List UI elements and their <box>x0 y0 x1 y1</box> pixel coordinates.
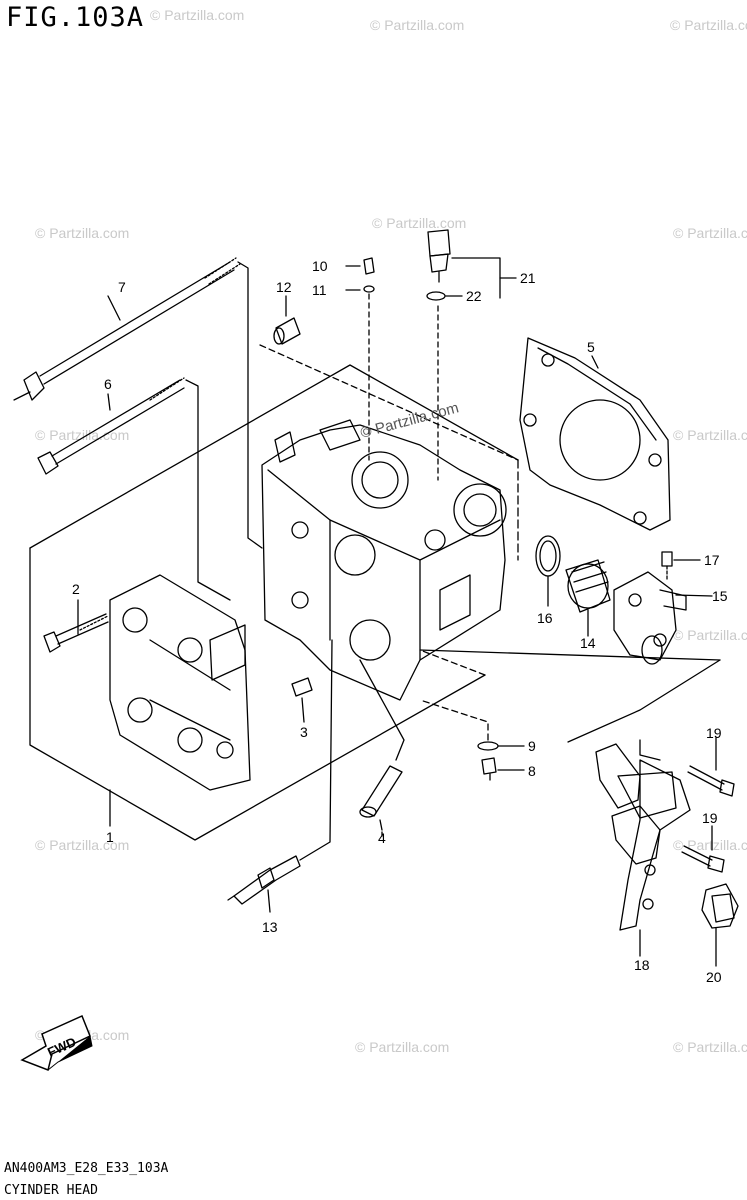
leader-5-label <box>591 355 599 369</box>
spark-plug-13 <box>227 639 333 913</box>
watermark-text: © Partzilla.com <box>673 225 747 241</box>
watermark-text: © Partzilla.com <box>150 7 244 23</box>
leader-6-label <box>107 393 111 411</box>
callout-12: 12 <box>276 279 292 295</box>
callout-22: 22 <box>466 288 482 304</box>
callout-14: 14 <box>580 635 596 651</box>
bolt-19-lower <box>681 825 725 873</box>
watermark-text: © Partzilla.com <box>35 427 129 443</box>
thermostat-14 <box>565 559 611 613</box>
watermark-text: © Partzilla.com <box>35 225 129 241</box>
callout-11: 11 <box>312 282 327 298</box>
callout-13: 13 <box>262 919 278 935</box>
figure-name: CYINDER HEAD <box>4 1183 98 1198</box>
watermark-head: © Partzilla.com <box>359 399 461 442</box>
callout-6: 6 <box>104 376 112 392</box>
bolt-6 <box>37 377 185 475</box>
callout-3: 3 <box>300 724 308 740</box>
bracket-frame <box>419 649 721 931</box>
callout-20: 20 <box>706 969 722 985</box>
callout-16: 16 <box>537 610 553 626</box>
leader-7-label <box>107 295 121 321</box>
bolt-10 <box>363 257 375 461</box>
callout-21: 21 <box>520 270 536 286</box>
callout-15: 15 <box>712 588 728 604</box>
thermostat-cover-15 <box>613 551 713 665</box>
camshaft-holder <box>109 574 251 791</box>
watermark-text: © Partzilla.com <box>35 837 129 853</box>
watermark-text: © Partzilla.com <box>673 1039 747 1055</box>
temp-sensor-21 <box>426 229 517 481</box>
watermark-text: © Partzilla.com <box>670 17 747 33</box>
bolt-19-upper <box>687 737 735 797</box>
callout-10: 10 <box>312 258 328 274</box>
callout-labels: 1 2 3 4 5 6 7 8 9 10 11 12 13 14 15 16 1… <box>72 258 728 985</box>
fwd-arrow-icon: FWD <box>20 1014 93 1072</box>
callout-19-lower: 19 <box>702 810 718 826</box>
head-frame <box>29 344 519 841</box>
head-gasket-5 <box>519 337 671 531</box>
watermark-text: © Partzilla.com <box>370 17 464 33</box>
leader-6 <box>185 379 231 601</box>
figure-title: FIG.103A <box>6 2 145 33</box>
callout-4: 4 <box>378 830 386 846</box>
sleeve-4 <box>359 659 405 831</box>
bolt-8 <box>419 699 525 781</box>
watermark-text: © Partzilla.com <box>673 627 747 643</box>
figure-code: AN400AM3_E28_E33_103A <box>4 1161 169 1176</box>
o-ring-16 <box>535 535 561 577</box>
callout-7: 7 <box>118 279 126 295</box>
clamp-20 <box>701 883 739 967</box>
callout-18: 18 <box>634 957 650 973</box>
cylinder-head <box>261 419 507 701</box>
bolt-2 <box>43 613 109 653</box>
callout-8: 8 <box>528 763 536 779</box>
callout-2: 2 <box>72 581 80 597</box>
bushing-12 <box>273 317 301 345</box>
callout-19-upper: 19 <box>706 725 722 741</box>
watermark-text: © Partzilla.com <box>372 215 466 231</box>
callout-5: 5 <box>587 339 595 355</box>
callout-1: 1 <box>106 829 114 845</box>
bolt-7 <box>13 257 241 401</box>
watermark-text: © Partzilla.com <box>673 837 747 853</box>
callout-17: 17 <box>704 552 720 568</box>
callout-9: 9 <box>528 738 536 754</box>
watermark-text: © Partzilla.com <box>673 427 747 443</box>
dowel-3 <box>291 677 313 723</box>
watermark-text: © Partzilla.com <box>355 1039 449 1055</box>
leader-7 <box>237 261 263 549</box>
